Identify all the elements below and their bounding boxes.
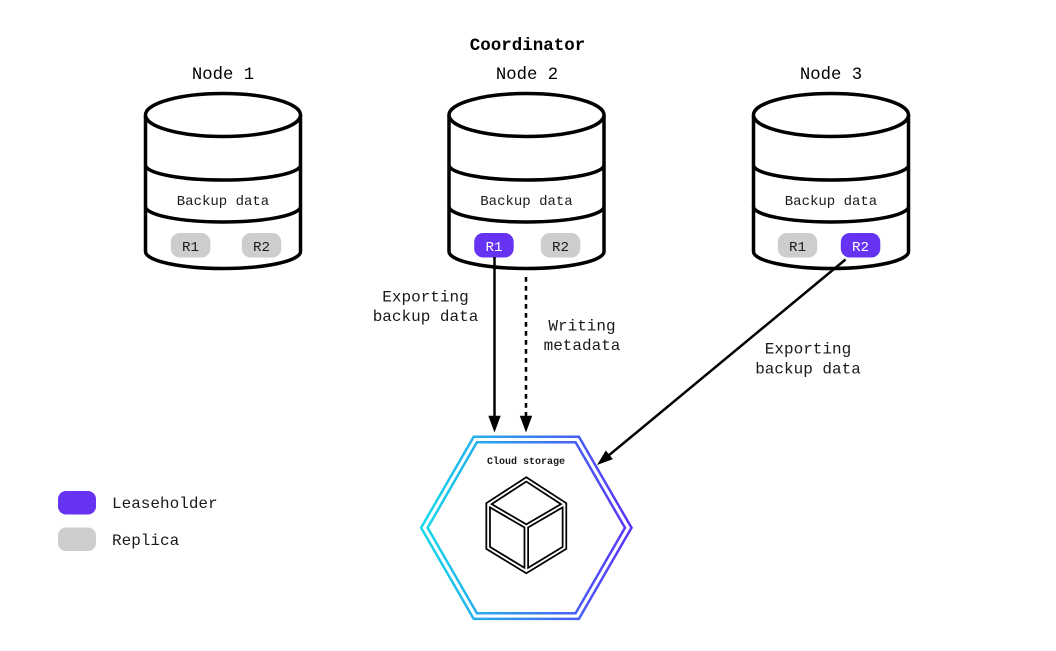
svg-text:Replica: Replica <box>112 532 180 550</box>
svg-text:R2: R2 <box>852 240 869 256</box>
svg-text:Backup data: Backup data <box>480 194 572 210</box>
svg-text:Node 3: Node 3 <box>800 66 862 85</box>
svg-text:Node 2: Node 2 <box>496 66 558 85</box>
svg-text:Cloud storage: Cloud storage <box>487 456 565 468</box>
svg-text:Exporting: Exporting <box>765 341 851 359</box>
svg-text:R2: R2 <box>253 240 270 256</box>
svg-text:metadata: metadata <box>544 337 621 355</box>
svg-text:R1: R1 <box>485 240 502 256</box>
svg-text:Node 1: Node 1 <box>192 66 254 85</box>
svg-text:backup data: backup data <box>373 308 479 326</box>
svg-text:Leaseholder: Leaseholder <box>112 495 218 513</box>
svg-text:backup data: backup data <box>755 361 861 379</box>
svg-text:Backup data: Backup data <box>785 194 877 210</box>
svg-text:Backup data: Backup data <box>177 194 269 210</box>
svg-text:Coordinator: Coordinator <box>470 36 586 56</box>
svg-text:R1: R1 <box>182 240 199 256</box>
svg-text:Writing: Writing <box>548 318 615 336</box>
svg-text:R2: R2 <box>552 240 569 256</box>
svg-text:R1: R1 <box>789 240 806 256</box>
svg-text:Exporting: Exporting <box>382 289 468 307</box>
